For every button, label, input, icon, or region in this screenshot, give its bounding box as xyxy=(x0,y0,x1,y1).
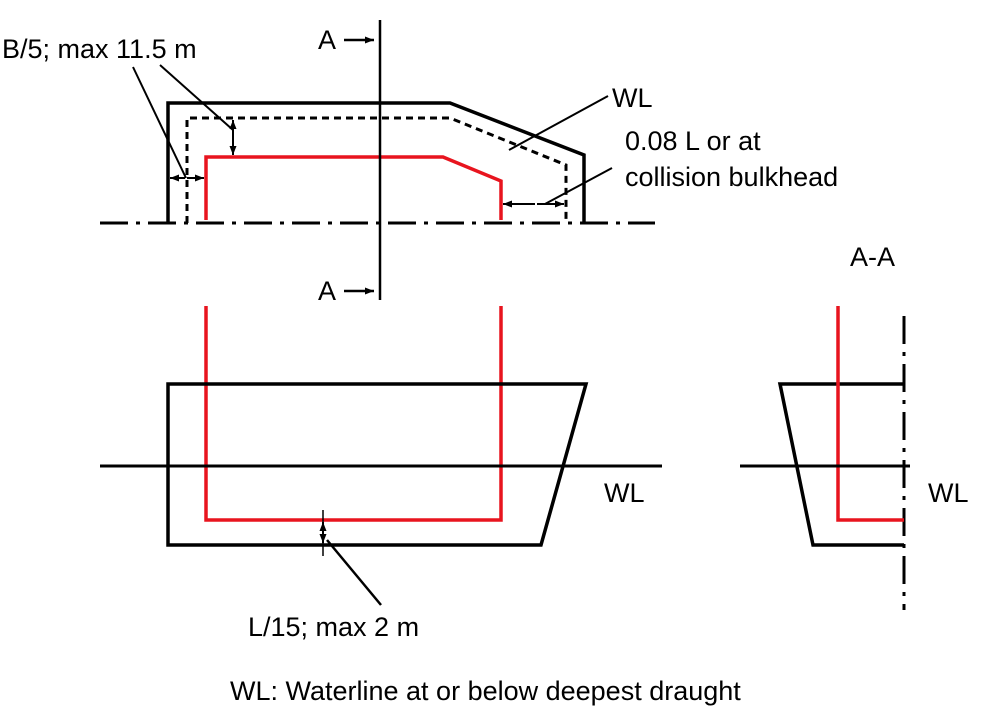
plan-waterline-dashed xyxy=(185,116,568,223)
length-leader xyxy=(544,167,613,205)
plan-boundary-red xyxy=(204,155,503,220)
section-aa-view xyxy=(740,306,910,610)
plan-hull-outline xyxy=(166,101,586,223)
section-marker-top-label: A xyxy=(318,25,336,55)
length-limit-label-line2: collision bulkhead xyxy=(625,162,838,192)
profile-view xyxy=(100,306,662,606)
waterline-profile-label: WL xyxy=(604,478,645,508)
waterline-plan-leader xyxy=(508,95,609,151)
plan-view xyxy=(100,20,655,300)
breadth-leader-2 xyxy=(159,64,234,131)
length-limit-label-line1: 0.08 L or at xyxy=(625,126,761,156)
breadth-limit-label: B/5; max 11.5 m xyxy=(2,34,197,64)
waterline-plan-label: WL xyxy=(612,83,653,113)
waterline-section-label: WL xyxy=(928,478,969,508)
breadth-leader-1 xyxy=(132,66,187,179)
section-marker-bottom-label: A xyxy=(318,276,336,306)
profile-hull-outline xyxy=(166,382,589,547)
legend-label: WL: Waterline at or below deepest draugh… xyxy=(230,676,741,706)
section-title-label: A-A xyxy=(850,242,895,272)
height-limit-label: L/15; max 2 m xyxy=(248,612,419,642)
section-boundary-red xyxy=(836,306,904,522)
height-leader xyxy=(326,539,382,606)
profile-boundary-red xyxy=(204,306,503,522)
